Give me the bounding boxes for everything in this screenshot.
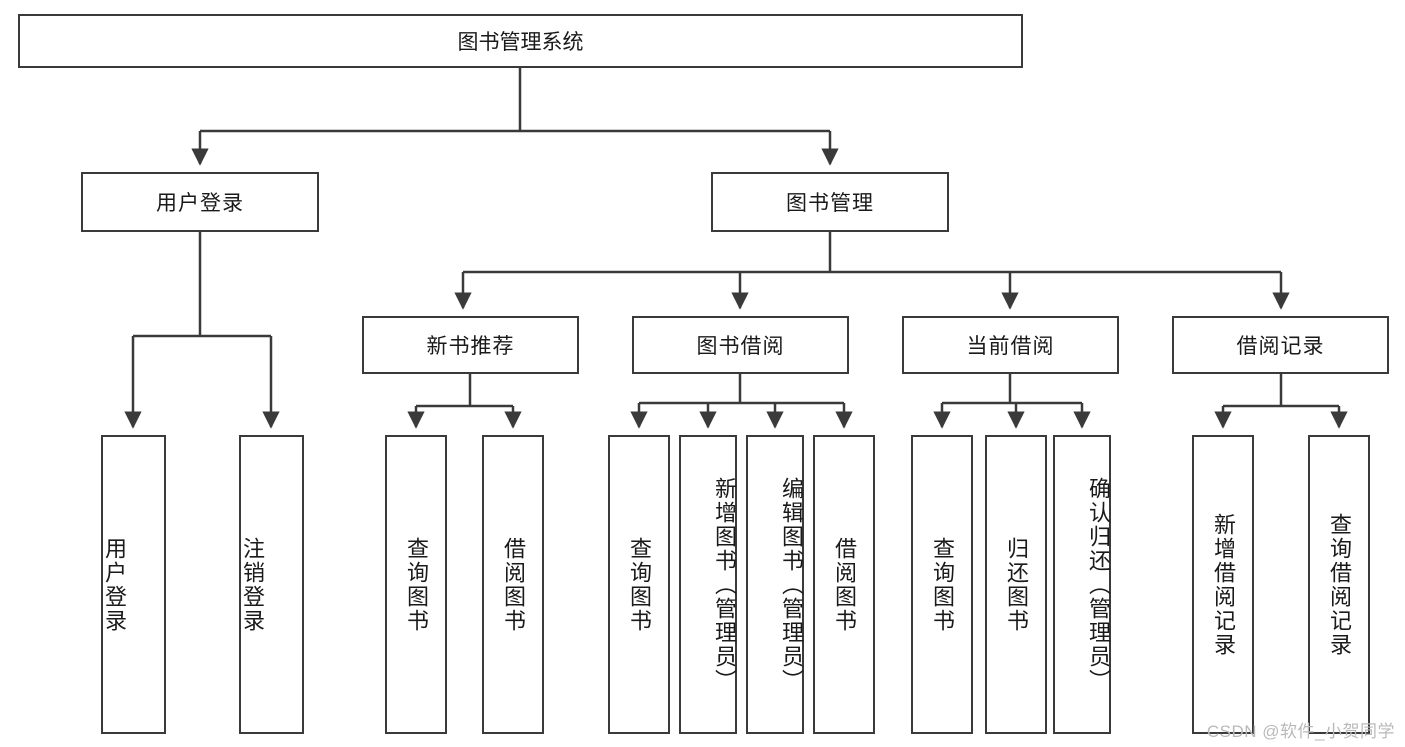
leaf-query-book-3[interactable]: 查询图书 — [911, 435, 973, 734]
node-new-book-recommend[interactable]: 新书推荐 — [362, 316, 579, 374]
node-book-management-label: 图书管理 — [786, 192, 874, 215]
leaf-logout[interactable]: 注销登录 — [239, 435, 304, 734]
leaf-edit-book-admin[interactable]: 编辑图书（管理员） — [746, 435, 804, 734]
node-borrow-record-label: 借阅记录 — [1236, 335, 1325, 358]
leaf-query-book-1[interactable]: 查询图书 — [385, 435, 447, 734]
leaf-query-book-1-label: 查询图书 — [404, 536, 429, 633]
node-user-login[interactable]: 用户登录 — [81, 172, 319, 232]
leaf-borrow-book-2-label: 借阅图书 — [832, 536, 857, 633]
node-new-book-recommend-label: 新书推荐 — [426, 335, 515, 358]
leaf-query-borrow-record-label: 查询借阅记录 — [1327, 512, 1352, 657]
leaf-query-borrow-record[interactable]: 查询借阅记录 — [1308, 435, 1370, 734]
leaf-user-login[interactable]: 用户登录 — [101, 435, 166, 734]
node-current-borrow[interactable]: 当前借阅 — [902, 316, 1119, 374]
node-user-login-label: 用户登录 — [156, 192, 244, 215]
leaf-return-book-label: 归还图书 — [1004, 536, 1029, 633]
watermark: CSDN @软件_小贺同学 — [1206, 722, 1395, 741]
leaf-borrow-book-2[interactable]: 借阅图书 — [813, 435, 875, 734]
node-book-borrow[interactable]: 图书借阅 — [632, 316, 849, 374]
leaf-query-book-2[interactable]: 查询图书 — [608, 435, 670, 734]
node-current-borrow-label: 当前借阅 — [966, 335, 1055, 358]
node-borrow-record[interactable]: 借阅记录 — [1172, 316, 1389, 374]
leaf-borrow-book-1-label: 借阅图书 — [501, 536, 526, 633]
leaf-add-book-admin-label: 新增图书（管理员） — [712, 476, 737, 693]
leaf-user-login-label: 用户登录 — [102, 536, 127, 633]
leaf-logout-label: 注销登录 — [240, 536, 265, 633]
leaf-add-borrow-record-label: 新增借阅记录 — [1211, 512, 1236, 657]
leaf-add-book-admin[interactable]: 新增图书（管理员） — [679, 435, 737, 734]
leaf-add-borrow-record[interactable]: 新增借阅记录 — [1192, 435, 1254, 734]
leaf-return-book[interactable]: 归还图书 — [985, 435, 1047, 734]
node-root[interactable]: 图书管理系统 — [18, 14, 1023, 68]
leaf-query-book-2-label: 查询图书 — [627, 536, 652, 633]
node-book-borrow-label: 图书借阅 — [696, 335, 785, 358]
leaf-confirm-return-admin[interactable]: 确认归还（管理员） — [1053, 435, 1111, 734]
leaf-confirm-return-admin-label: 确认归还（管理员） — [1086, 476, 1111, 693]
leaf-borrow-book-1[interactable]: 借阅图书 — [482, 435, 544, 734]
leaf-edit-book-admin-label: 编辑图书（管理员） — [779, 476, 804, 693]
node-book-management[interactable]: 图书管理 — [711, 172, 949, 232]
node-root-label: 图书管理系统 — [457, 31, 584, 54]
leaf-query-book-3-label: 查询图书 — [930, 536, 955, 633]
